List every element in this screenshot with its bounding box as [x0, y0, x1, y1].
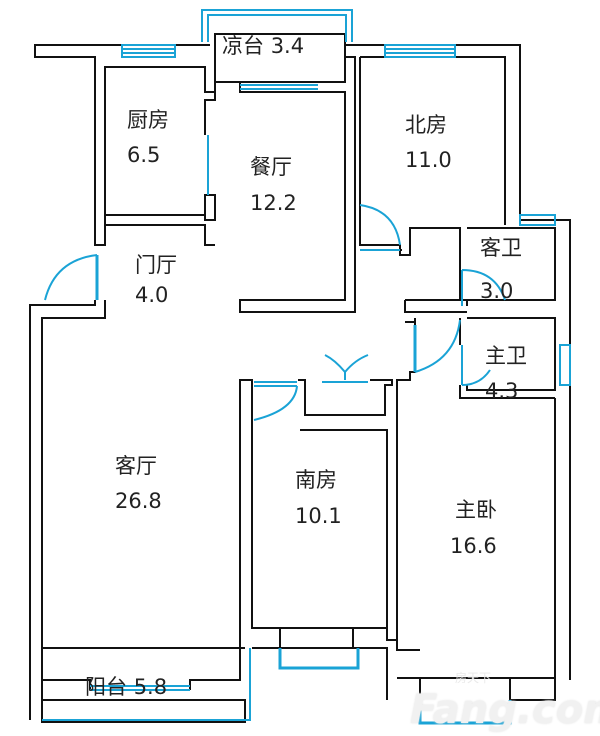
watermark-cn: 房天下: [455, 671, 492, 685]
room-name-south: 南房: [295, 468, 337, 492]
room-area: 3.4: [270, 34, 305, 58]
room-name-master-bath: 主卫: [485, 344, 527, 368]
room-area-north: 11.0: [405, 148, 452, 172]
room-name-guest-bath: 客卫: [480, 236, 522, 260]
walls: [29, 33, 571, 723]
room-name-master-bedroom: 主卧: [455, 498, 497, 522]
room-area-kitchen: 6.5: [127, 143, 161, 167]
room-name-north: 北房: [405, 113, 447, 137]
room-area-master-bath: 4.3: [485, 379, 519, 403]
room-name-living: 客厅: [115, 454, 157, 478]
watermark-logo: Fang.com: [410, 687, 600, 733]
room-area-master-bedroom: 16.6: [450, 534, 497, 558]
room-area-south: 10.1: [295, 504, 342, 528]
room-area-dining: 12.2: [250, 191, 297, 215]
room-name-foyer: 门厅: [135, 253, 177, 277]
room-area: 5.8: [133, 675, 168, 699]
room-name: 凉台: [222, 34, 264, 58]
room-area-guest-bath: 3.0: [480, 279, 514, 303]
room-label-liangtai: 凉台 3.4: [222, 36, 304, 57]
room-area-foyer: 4.0: [135, 283, 169, 307]
room-name: 阳台: [85, 675, 127, 699]
windows-and-doors: [42, 9, 571, 725]
room-label-balcony: 阳台 5.8: [85, 677, 167, 698]
room-area-living: 26.8: [115, 489, 162, 513]
room-name-dining: 餐厅: [250, 155, 292, 179]
room-name-kitchen: 厨房: [127, 108, 169, 132]
